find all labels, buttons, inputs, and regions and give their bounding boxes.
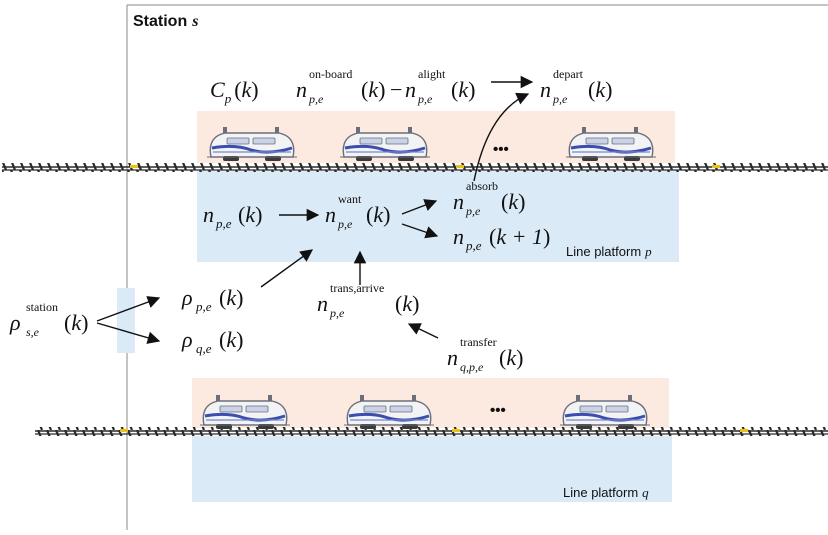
trans-arrive-label: n trans,arrive p,e (k) bbox=[317, 281, 419, 320]
rail-track-q bbox=[35, 427, 828, 436]
svg-text:p,e: p,e bbox=[417, 92, 433, 106]
svg-text:p,e: p,e bbox=[465, 238, 482, 253]
svg-text:(k): (k) bbox=[64, 310, 88, 335]
arrow-want-to-absorb bbox=[401, 199, 438, 215]
onboard-minus-alight-label: n on-board p,e (k) − n alight p,e (k) bbox=[296, 67, 475, 106]
station-entrance bbox=[117, 288, 135, 353]
n-pe-next-label: n p,e (k + 1) bbox=[453, 224, 550, 253]
rho-qe-label: ρ q,e (k) bbox=[181, 327, 243, 356]
ellipsis-q: ••• bbox=[490, 402, 506, 419]
svg-text:n: n bbox=[317, 291, 328, 316]
svg-text:(k): (k) bbox=[501, 189, 525, 214]
svg-text:alight: alight bbox=[418, 67, 446, 81]
svg-text:(k + 1): (k + 1) bbox=[489, 224, 550, 249]
svg-text:n: n bbox=[203, 202, 214, 227]
svg-text:s,e: s,e bbox=[26, 325, 40, 339]
svg-text:want: want bbox=[338, 192, 362, 206]
svg-text:(k): (k) bbox=[366, 202, 390, 227]
svg-text:n: n bbox=[325, 202, 336, 227]
ellipsis-p: ••• bbox=[493, 141, 509, 158]
svg-text:(k): (k) bbox=[499, 345, 523, 370]
svg-text:p,e: p,e bbox=[465, 204, 481, 218]
rail-track-p bbox=[2, 163, 828, 172]
svg-text:p,e: p,e bbox=[308, 92, 324, 106]
flow-arrows bbox=[96, 75, 534, 344]
svg-text:p,e: p,e bbox=[329, 306, 345, 320]
svg-text:ρ: ρ bbox=[181, 327, 193, 352]
n-pe-label: n p,e (k) bbox=[203, 202, 262, 231]
svg-text:p,e: p,e bbox=[195, 299, 212, 314]
svg-text:p,e: p,e bbox=[337, 217, 353, 231]
svg-text:(k): (k) bbox=[219, 285, 243, 310]
svg-text:(k): (k) bbox=[238, 202, 262, 227]
svg-text:(k): (k) bbox=[588, 77, 612, 102]
arrow-rho-pe-to-want bbox=[260, 249, 314, 288]
arrow-want-to-next bbox=[401, 223, 439, 239]
svg-text:n: n bbox=[540, 77, 551, 102]
rho-station-label: ρ station s,e (k) bbox=[9, 300, 88, 339]
platform-zone-q bbox=[192, 436, 672, 502]
svg-text:on-board: on-board bbox=[309, 67, 352, 81]
svg-text:ρ: ρ bbox=[9, 310, 21, 335]
svg-text:n: n bbox=[447, 345, 458, 370]
arrow-station-to-rho-pe bbox=[96, 296, 161, 322]
svg-text:(k): (k) bbox=[451, 77, 475, 102]
platform-zone-p bbox=[197, 171, 679, 262]
depart-label: n depart p,e (k) bbox=[540, 67, 612, 106]
want-label: n want p,e (k) bbox=[325, 192, 390, 231]
svg-text:transfer: transfer bbox=[460, 335, 497, 349]
capacity-label: Cp(k) bbox=[210, 77, 259, 106]
svg-text:−: − bbox=[390, 77, 402, 102]
svg-text:q,e: q,e bbox=[196, 341, 212, 356]
svg-text:n: n bbox=[453, 189, 464, 214]
svg-text:n: n bbox=[453, 224, 464, 249]
svg-text:absorb: absorb bbox=[466, 179, 498, 193]
svg-text:n: n bbox=[296, 77, 307, 102]
absorb-label: n absorb p,e (k) bbox=[453, 179, 525, 218]
station-frame bbox=[126, 4, 828, 530]
svg-text:n: n bbox=[405, 77, 416, 102]
svg-text:(k): (k) bbox=[219, 327, 243, 352]
svg-text:q,p,e: q,p,e bbox=[460, 360, 484, 374]
rho-pe-label: ρ p,e (k) bbox=[181, 285, 243, 314]
svg-text:station: station bbox=[26, 300, 58, 314]
svg-text:(k): (k) bbox=[361, 77, 385, 102]
svg-text:trans,arrive: trans,arrive bbox=[330, 281, 384, 295]
svg-text:p,e: p,e bbox=[215, 216, 232, 231]
svg-text:depart: depart bbox=[553, 67, 584, 81]
transfer-label: n transfer q,p,e (k) bbox=[447, 335, 523, 374]
arrow-transfer-to-transarrive bbox=[407, 323, 439, 339]
svg-text:(k): (k) bbox=[395, 291, 419, 316]
svg-text:ρ: ρ bbox=[181, 285, 193, 310]
arrow-station-to-rho-qe bbox=[96, 322, 161, 344]
arrow-absorb-to-depart bbox=[473, 92, 530, 182]
svg-text:p,e: p,e bbox=[552, 92, 568, 106]
